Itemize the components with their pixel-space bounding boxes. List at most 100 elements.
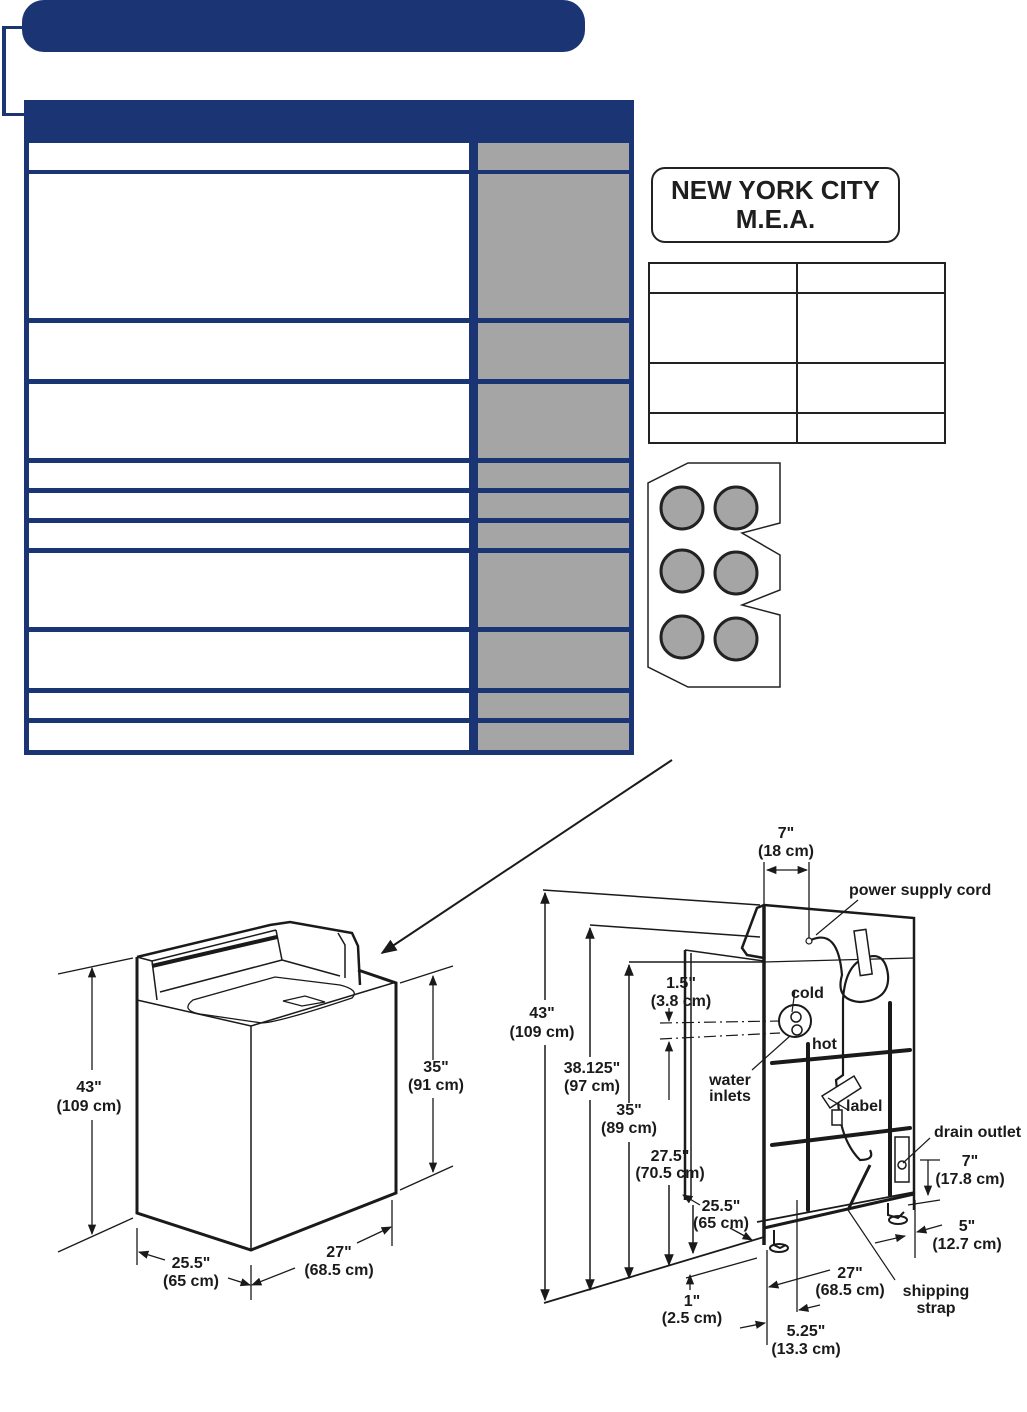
nyc-cell [796,362,946,414]
table-row [29,632,629,688]
dim-rear-height-total-in: 43" [529,1005,554,1022]
dim-drain-offset-cm: (12.7 cm) [932,1236,1001,1253]
spec-label [29,384,469,458]
table-row [29,553,629,627]
dim-drain-offset-in: 5" [959,1218,975,1235]
title-connector-bracket [2,26,24,116]
dim-console-height-in: 38.125" [564,1060,621,1077]
table-row [648,362,946,414]
table-row [648,412,946,444]
coin-slot [713,485,759,531]
spec-label [29,323,469,379]
dim-rear-depth-cm: (65 cm) [693,1215,749,1232]
dim-depth-in: 25.5" [172,1255,211,1272]
coin-slot [713,616,759,662]
nyc-cell [796,292,946,364]
coin-slide-icon [647,462,781,688]
dim-drain-height-in: 7" [962,1153,978,1170]
spec-value [478,632,629,688]
table-row [29,493,629,518]
spec-label [29,463,469,488]
nyc-cell [648,412,798,444]
washer-rear-view [540,862,943,1345]
dim-rear-height-total-cm: (109 cm) [510,1024,575,1041]
dim-rear-width-cm: (68.5 cm) [815,1282,884,1299]
dim-inlet-spacing-cm: (3.8 cm) [651,993,711,1010]
table-row [29,384,629,458]
dim-height-cabinet-cm: (91 cm) [408,1077,464,1094]
dim-rear-depth-in: 25.5" [702,1198,741,1215]
dim-height-cabinet-in: 35" [423,1059,448,1076]
spec-value [478,493,629,518]
dim-width-cm: (68.5 cm) [304,1262,373,1279]
nyc-mea-badge: NEW YORK CITY M.E.A. [651,167,900,243]
table-row [648,262,946,294]
label-water-inlets-1: water [708,1072,751,1089]
label-shipping-strap-1: shipping [903,1283,970,1300]
dim-cord-offset-in: 7" [778,825,794,842]
spec-label [29,553,469,627]
label-power-cord: power supply cord [849,882,991,899]
nyc-table [648,262,946,444]
coin-slot [713,550,759,596]
dim-leg-offset-cm: (2.5 cm) [662,1310,722,1327]
coin-slot [659,614,705,660]
spec-label [29,693,469,718]
label-water-inlets-2: inlets [709,1088,751,1105]
dim-depth-cm: (65 cm) [163,1273,219,1290]
dim-rear-width-in: 27" [837,1265,862,1282]
dim-cord-offset-cm: (18 cm) [758,843,814,860]
table-row [648,292,946,364]
table-row [29,463,629,488]
spec-label [29,632,469,688]
nyc-cell [648,262,798,294]
nyc-badge-line1: NEW YORK CITY [671,175,880,205]
table-row [29,523,629,548]
spec-label [29,174,469,318]
table-row [29,723,629,750]
dim-height-total-in: 43" [76,1079,101,1096]
label-drain-outlet: drain outlet [934,1124,1022,1141]
washer-front-view [57,920,454,1300]
dim-rear-cabinet-cm: (89 cm) [601,1120,657,1137]
spec-value [478,553,629,627]
dim-side-offset-cm: (13.3 cm) [771,1341,840,1358]
label-shipping-strap-2: strap [916,1300,955,1317]
pointer-arrow [380,759,673,954]
label-label: label [846,1098,882,1115]
nyc-cell [796,262,946,294]
spec-value [478,323,629,379]
spec-value [478,384,629,458]
spec-label [29,493,469,518]
label-cold: cold [791,985,824,1002]
dim-drain-height-cm: (17.8 cm) [935,1171,1004,1188]
nyc-cell [796,412,946,444]
spec-value [478,174,629,318]
dim-console-height-cm: (97 cm) [564,1078,620,1095]
spec-table [24,100,634,755]
table-row [29,323,629,379]
table-row [29,143,629,170]
spec-value [478,523,629,548]
label-hot: hot [812,1036,838,1053]
dim-side-offset-in: 5.25" [787,1323,826,1340]
nyc-cell [648,362,798,414]
coin-slot [659,485,705,531]
dim-inlet-spacing-in: 1.5" [666,975,696,992]
spec-value [478,723,629,750]
table-row [29,693,629,718]
dim-leg-offset-in: 1" [684,1293,700,1310]
spec-label [29,723,469,750]
spec-value [478,143,629,170]
section-title-bar [22,0,585,52]
coin-slot [659,548,705,594]
dim-rear-cabinet-in: 35" [616,1102,641,1119]
dim-inlet-height-in: 27.5" [651,1148,690,1165]
dim-inlet-height-cm: (70.5 cm) [635,1165,704,1182]
front-dimension-labels: 43" (109 cm) 35" (91 cm) 25.5" (65 cm) 2… [57,1059,464,1290]
spec-label [29,523,469,548]
nyc-badge-line2: M.E.A. [735,204,816,234]
dim-height-total-cm: (109 cm) [57,1098,122,1115]
rear-dimension-labels: 7" (18 cm) 43" (109 cm) 38.125" (97 cm) … [510,825,1022,1358]
